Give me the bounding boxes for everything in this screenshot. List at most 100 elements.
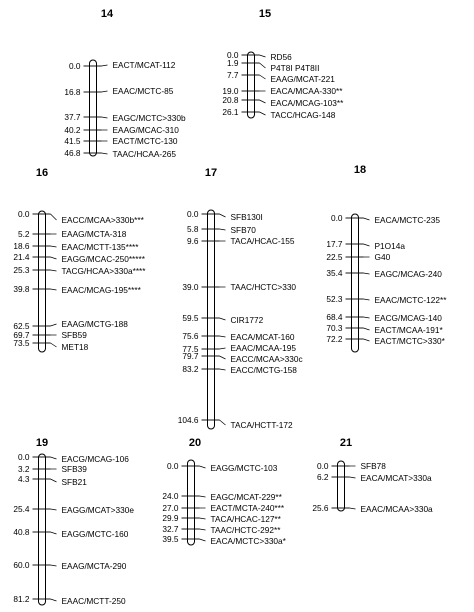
marker-name: TAAC/HCAA-265: [113, 149, 177, 159]
marker-name: SFB39: [62, 464, 88, 474]
marker-name: EACG/MCAG-140: [375, 313, 443, 323]
marker-name: EAAG/MCAT-221: [271, 74, 336, 84]
marker-connector: [199, 528, 206, 531]
marker-connector: [50, 508, 57, 511]
marker-position: 25.4: [13, 504, 30, 514]
marker-connector: [50, 288, 57, 291]
marker-position: 6.2: [317, 472, 329, 482]
chromosome-bar: [38, 210, 46, 353]
marker-position: 7.7: [227, 70, 239, 80]
chromosome-bar: [247, 51, 255, 119]
marker-position: 62.5: [13, 321, 30, 331]
marker-position: 0.0: [227, 50, 239, 60]
marker-position: 17.7: [326, 239, 343, 249]
marker-name: P1O14a: [375, 241, 406, 251]
marker-name: SFB59: [62, 330, 88, 340]
marker-connector: [219, 368, 226, 371]
marker-position: 21.4: [13, 252, 30, 262]
marker: 25.4 EAGG/MCAT>330e: [13, 504, 134, 515]
marker-connector: [50, 323, 57, 327]
marker-position: 0.0: [317, 461, 329, 471]
marker-name: EACA/MCAA-330**: [271, 86, 344, 96]
chromosome-bar: [351, 213, 359, 353]
marker-connector: [259, 111, 266, 116]
marker: 29.9 TACA/HCAC-127**: [162, 513, 281, 524]
marker-connector: [219, 347, 226, 350]
marker-name: TACA/HCAC-127**: [211, 514, 282, 524]
marker-position: 41.5: [64, 136, 81, 146]
marker-position: 5.2: [18, 229, 30, 239]
group-title: 17: [205, 167, 217, 179]
marker-name: EACG/MCAG-106: [62, 454, 130, 464]
marker-position: 35.4: [326, 268, 343, 278]
marker-connector: [363, 243, 370, 247]
marker-name: EAAG/MCTA-290: [62, 561, 127, 571]
marker-position: 9.6: [187, 236, 199, 246]
marker: 4.3 SFB21: [18, 474, 87, 487]
marker-connector: [199, 517, 206, 520]
marker-connector: [50, 342, 57, 348]
marker-position: 60.0: [13, 560, 30, 570]
marker-connector: [101, 152, 108, 155]
marker-position: 4.3: [18, 474, 30, 484]
marker-name: SFB70: [231, 225, 257, 235]
marker-position: 104.6: [178, 415, 199, 425]
marker-position: 29.9: [162, 513, 179, 523]
marker-connector: [349, 476, 356, 479]
marker-name: CIR1772: [231, 315, 264, 325]
marker-name: EAAC/MCTC-85: [113, 86, 174, 96]
marker-name: EAGC/MCTC>330b: [113, 113, 186, 123]
marker: 60.0 EAAG/MCTA-290: [13, 560, 126, 571]
group-title: 21: [340, 437, 352, 449]
marker-name: EACT/MCAA-191*: [375, 325, 444, 335]
marker: 22.5 G40: [326, 252, 390, 262]
marker-name: SFB21: [62, 477, 88, 487]
marker-connector: [219, 335, 226, 338]
chromosome-bar: [207, 209, 215, 430]
marker-name: MET18: [62, 342, 89, 352]
marker-connector: [50, 213, 57, 221]
marker: 17.7 P1O14a: [326, 239, 405, 251]
marker-name: EAAG/MCTG-188: [62, 319, 129, 329]
marker-position: 22.5: [326, 252, 343, 262]
marker: 7.7 EAAG/MCAT-221: [227, 70, 335, 84]
marker-connector: [50, 269, 57, 272]
marker-connector: [363, 316, 370, 319]
marker-position: 27.0: [162, 503, 179, 513]
marker-name: G40: [375, 252, 391, 262]
marker-position: 1.9: [227, 58, 239, 68]
marker-name: EAAC/MCAA-195: [231, 343, 297, 353]
marker-connector: [199, 465, 206, 469]
marker-connector: [259, 54, 266, 58]
marker-name: P4T8I P4T8II: [271, 63, 320, 73]
marker-name: EACT/MCTC-130: [113, 136, 178, 146]
marker-position: 25.3: [13, 265, 30, 275]
marker: 41.5 EACT/MCTC-130: [64, 136, 178, 146]
marker-name: EACC/MCTG-158: [231, 365, 298, 375]
marker-connector: [363, 338, 370, 342]
group-title: 14: [101, 8, 114, 20]
marker-name: EAGG/MCAT>330e: [62, 505, 135, 515]
